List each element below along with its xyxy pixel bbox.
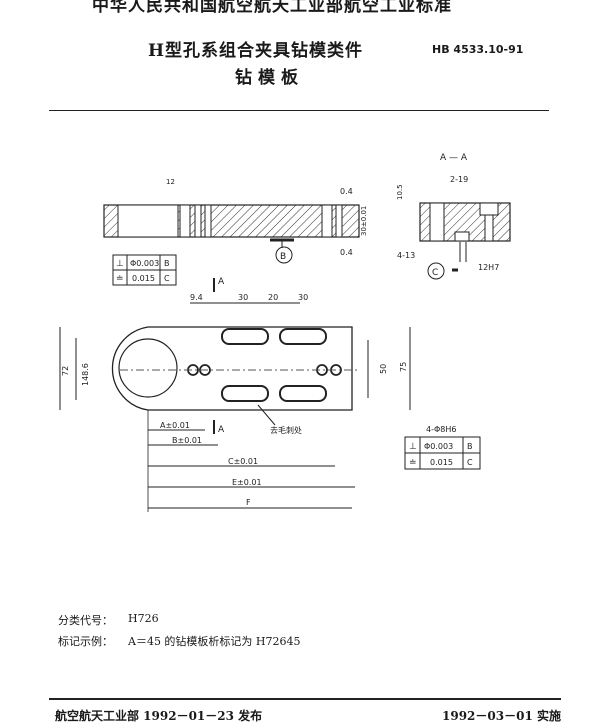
- marking-example-value: A＝45 的钻模板析标记为 H72645: [128, 635, 301, 648]
- tolerance-frame-right: ⊥ Φ0.003 B ≐ 0.015 C: [404, 436, 481, 470]
- datum-b-label: B: [280, 252, 286, 262]
- svg-text:C: C: [164, 274, 170, 283]
- header-rule: [49, 110, 549, 111]
- dim-12h7: 12H7: [478, 263, 499, 272]
- section-label: A — A: [440, 153, 468, 163]
- svg-text:Φ0.003: Φ0.003: [130, 259, 159, 268]
- dim-9-4: 9.4: [190, 293, 203, 302]
- roughness-mark-bottom: 0.4: [340, 248, 353, 257]
- dim-f: F: [246, 498, 251, 507]
- document-title: H型孔系组合夹具钻模类件: [148, 41, 364, 61]
- svg-text:C: C: [467, 458, 473, 467]
- dim-75: 75: [399, 362, 408, 372]
- dim-c: C±0.01: [228, 457, 258, 466]
- dim-b: B±0.01: [172, 436, 202, 445]
- svg-text:⊥: ⊥: [409, 442, 417, 452]
- dim-4-13: 4-13: [397, 251, 415, 260]
- svg-text:≐: ≐: [116, 274, 124, 284]
- datum-c-label: C: [432, 268, 438, 278]
- svg-text:Φ0.003: Φ0.003: [424, 442, 453, 451]
- dim-a: A±0.01: [160, 421, 190, 430]
- svg-text:0.015: 0.015: [132, 274, 155, 283]
- dim-30-b: 30: [298, 293, 308, 302]
- tolerance-frame-left: ⊥ Φ0.003 B ≐ 0.015 C: [112, 254, 177, 286]
- svg-text:B: B: [467, 442, 473, 451]
- svg-text:⊥: ⊥: [116, 259, 124, 269]
- svg-text:12: 12: [166, 178, 175, 186]
- dim-10-5: 10.5: [396, 184, 404, 200]
- footer-rule: [49, 698, 561, 700]
- deburr-callout: 去毛刺处: [270, 425, 302, 435]
- dim-148-6: 148.6: [81, 363, 90, 386]
- svg-text:B: B: [164, 259, 170, 268]
- top-banner: 中华人民共和国航空航天工业部航空工业标准: [92, 0, 452, 16]
- effective-date: 1992－03－01 实施: [442, 709, 561, 723]
- class-code-label: 分类代号：: [58, 614, 113, 627]
- section-aa-view: [419, 202, 511, 262]
- document-subtitle: 钻模板: [235, 68, 304, 88]
- front-section-view: [103, 204, 360, 248]
- issue-info: 航空航天工业部 1992－01－23 发布: [55, 709, 263, 723]
- class-code-value: H726: [128, 612, 159, 625]
- roughness-mark-top: 0.4: [340, 187, 353, 196]
- dim-2-19: 2-19: [450, 175, 468, 184]
- dim-50: 50: [379, 364, 388, 374]
- marking-example-label: 标记示例：: [58, 635, 113, 648]
- standard-number: HB 4533.10-91: [432, 43, 524, 56]
- svg-text:≐: ≐: [409, 458, 417, 468]
- dim-4-phi: 4-Φ8H6: [426, 425, 456, 434]
- dim-20: 20: [268, 293, 278, 302]
- dim-30-a: 30: [238, 293, 248, 302]
- plan-view: [111, 326, 360, 411]
- technical-drawing: B 0.4 0.4 30±0.01 12 A — A 2-19 10.5 4-1…: [59, 153, 511, 512]
- dim-72: 72: [61, 366, 70, 376]
- dim-30-side: 30±0.01: [360, 206, 368, 236]
- section-mark-bottom: A: [218, 425, 225, 435]
- svg-text:0.015: 0.015: [430, 458, 453, 467]
- dim-e: E±0.01: [232, 478, 262, 487]
- section-mark-top: A: [218, 277, 225, 287]
